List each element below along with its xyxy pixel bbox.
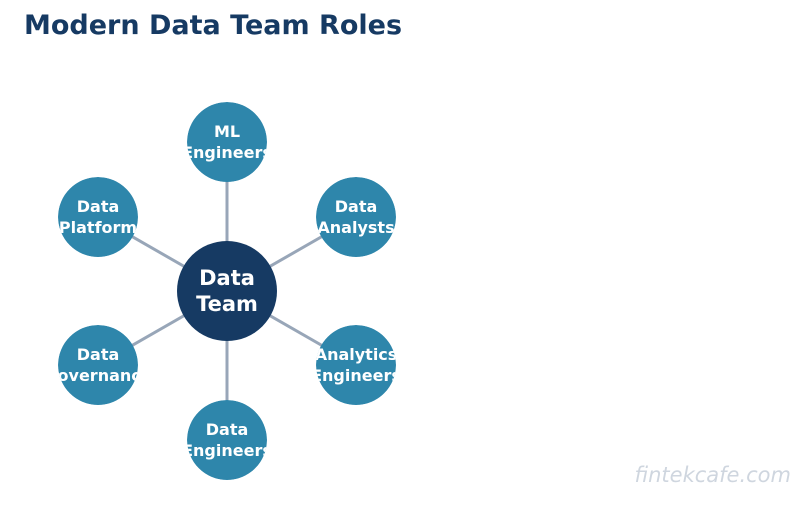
role-node-label-line1: Data	[206, 420, 249, 439]
role-node-circle	[187, 102, 267, 182]
role-node-circle	[187, 400, 267, 480]
role-node-data-governance: Data Governance	[44, 325, 151, 405]
role-node-data-platform: Data Platform	[58, 177, 138, 257]
role-node-label-line2: Analysts	[317, 218, 394, 237]
role-node-label-line2: Engineers	[182, 143, 272, 162]
role-node-circle	[58, 325, 138, 405]
role-node-label-line1: Analytics	[315, 345, 398, 364]
role-node-label-line1: Data	[335, 197, 378, 216]
center-node-label-line2: Team	[196, 292, 258, 316]
role-node-label-line1: Data	[77, 197, 120, 216]
center-node-circle	[177, 241, 277, 341]
role-node-circle	[58, 177, 138, 257]
role-node-circle	[316, 325, 396, 405]
role-node-data-engineers: Data Engineers	[182, 400, 272, 480]
page-title: Modern Data Team Roles	[24, 10, 403, 41]
role-node-analytics-engineers: Analytics Engineers	[311, 325, 401, 405]
role-node-label-line1: Data	[77, 345, 120, 364]
center-node: Data Team	[177, 241, 277, 341]
role-node-data-analysts: Data Analysts	[316, 177, 396, 257]
center-node-label-line1: Data	[199, 266, 255, 290]
role-node-circle	[316, 177, 396, 257]
role-node-label-line2: Governance	[44, 366, 151, 385]
role-node-label-line2: Engineers	[311, 366, 401, 385]
role-node-label-line2: Engineers	[182, 441, 272, 460]
role-node-ml-engineers: ML Engineers	[182, 102, 272, 182]
role-node-label-line2: Platform	[59, 218, 137, 237]
role-node-label-line1: ML	[214, 122, 240, 141]
watermark: fintekcafe.com	[634, 463, 791, 487]
